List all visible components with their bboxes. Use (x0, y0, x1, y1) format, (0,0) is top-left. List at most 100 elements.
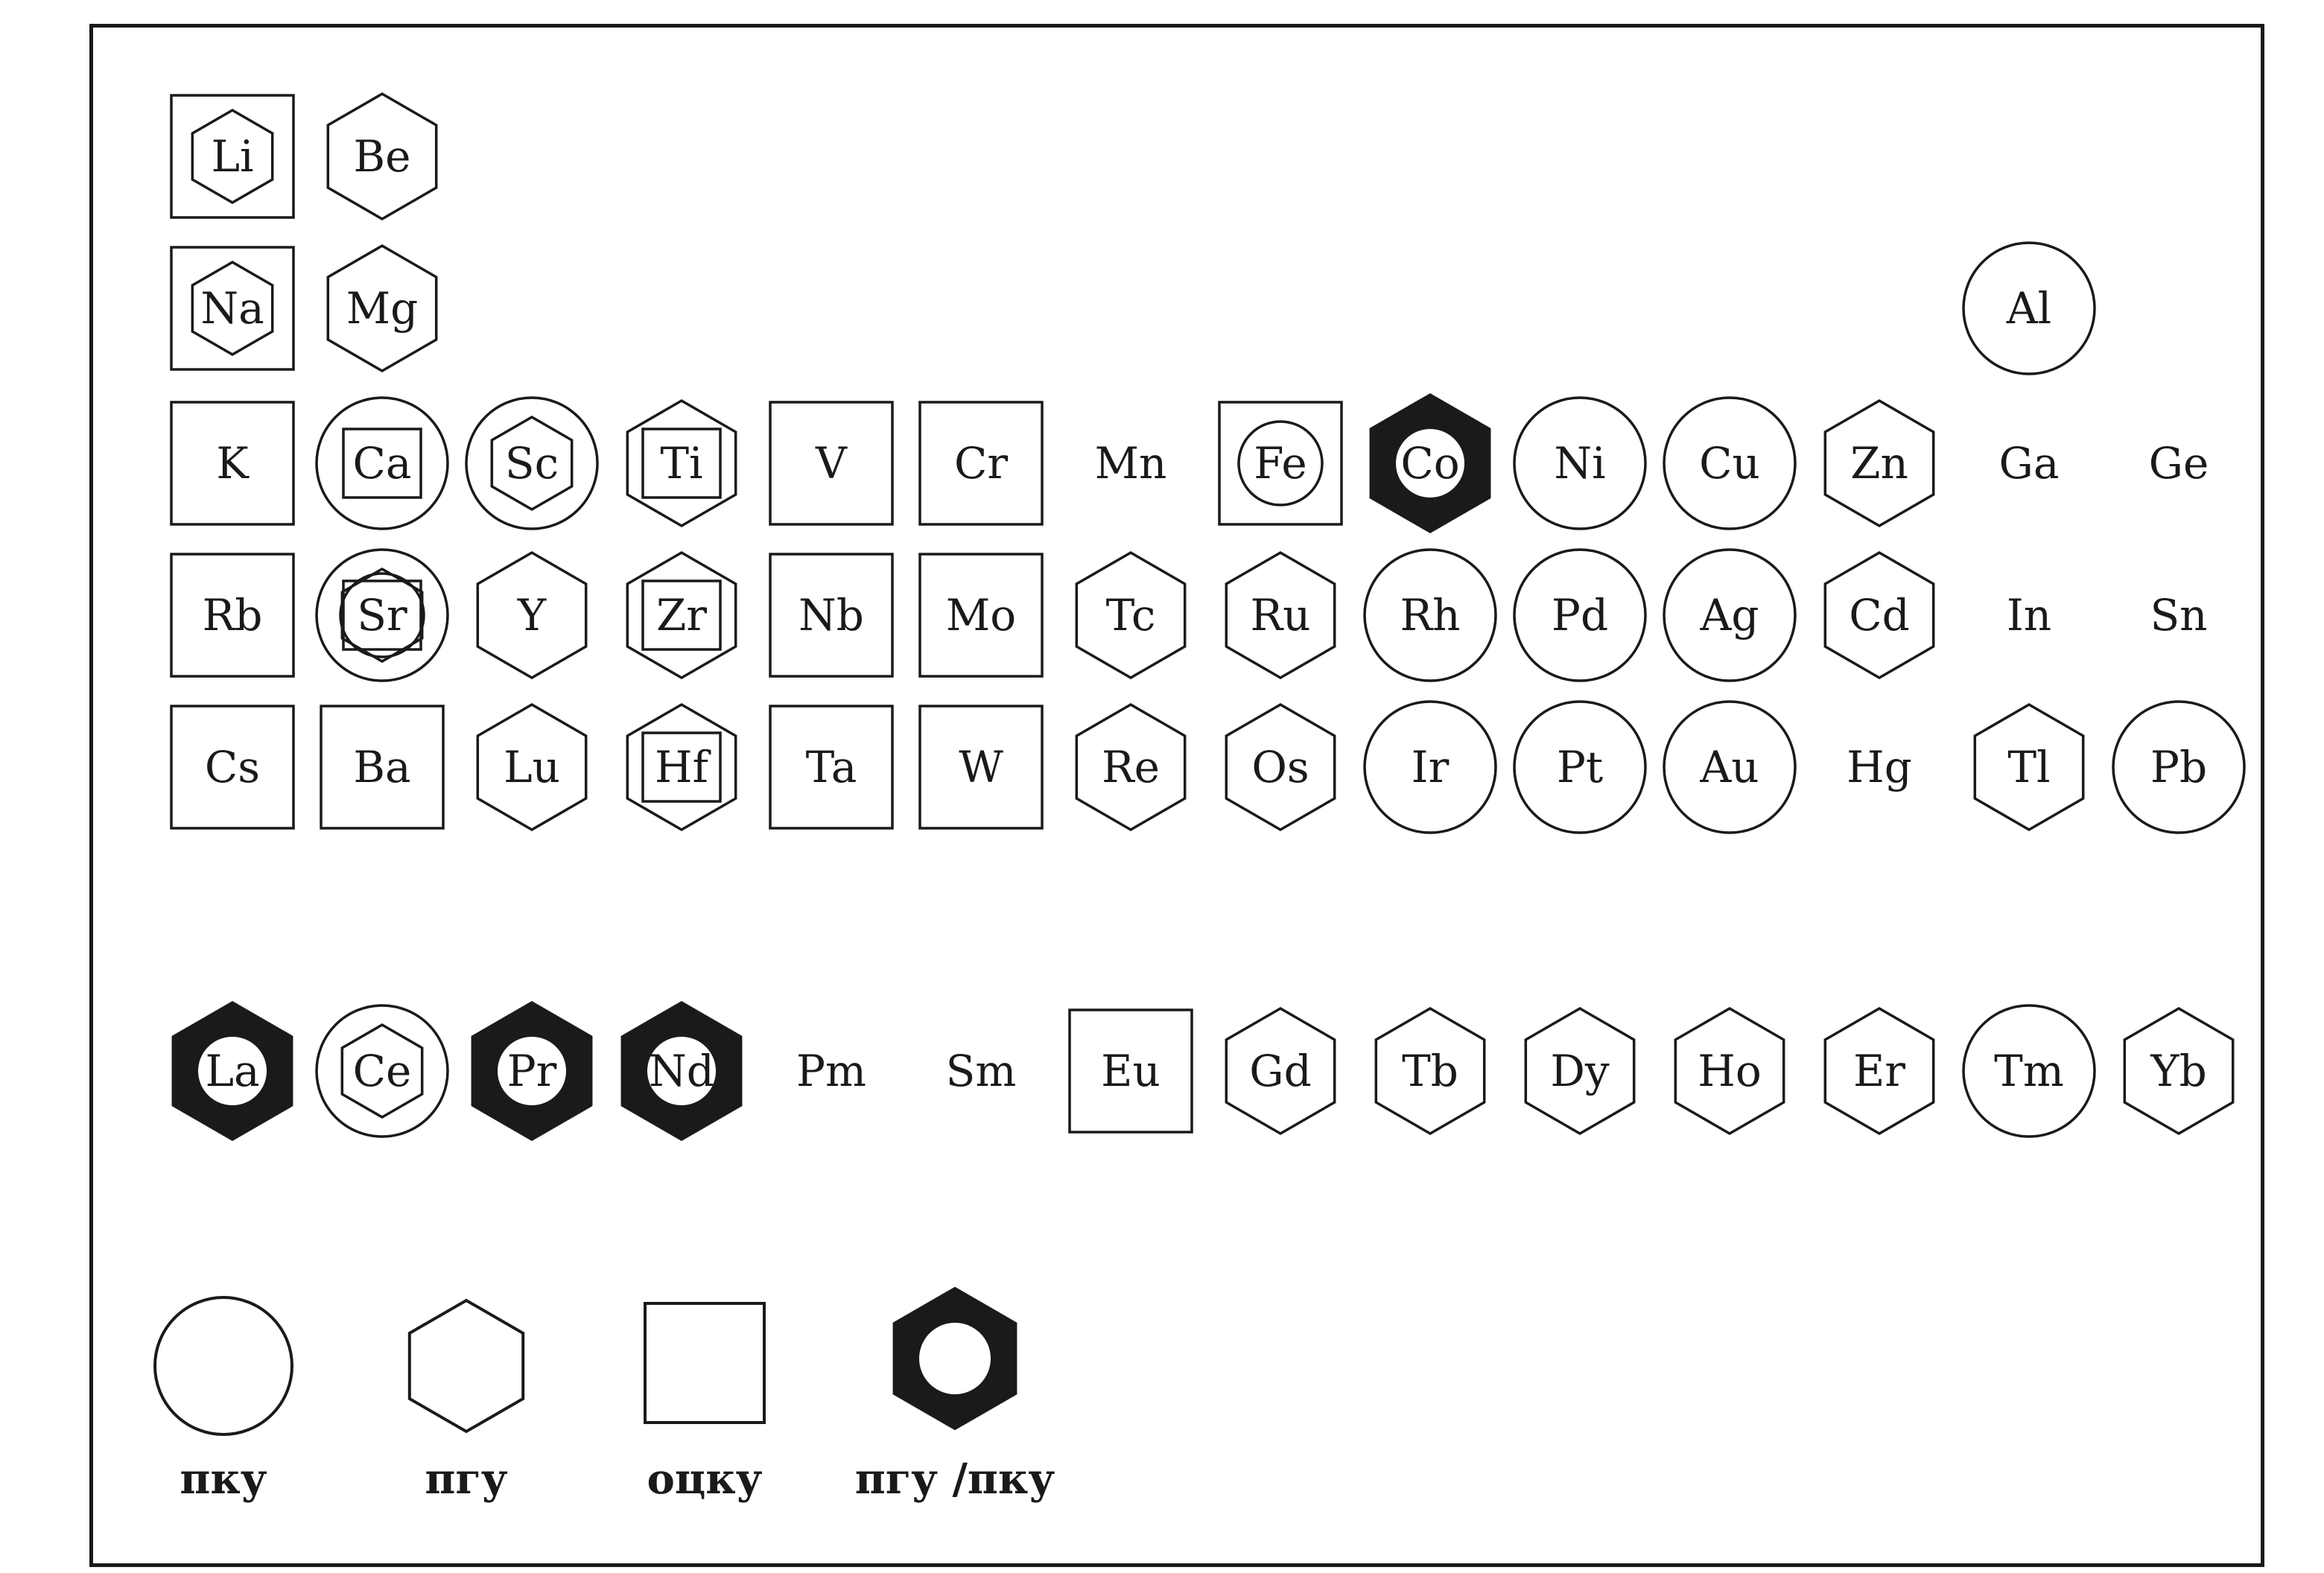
square-marker (170, 553, 295, 678)
hexagon-marker (1973, 702, 2085, 832)
circle-marker (315, 396, 449, 530)
element-cell-zn: Zn (1823, 398, 1935, 528)
hexagon-marker (1524, 1006, 1636, 1136)
hexagon-marker (1823, 1006, 1935, 1136)
element-cell-gd: Gd (1225, 1006, 1336, 1136)
element-symbol: Os (1251, 742, 1309, 792)
element-cell-yb: Yb (2123, 1006, 2235, 1136)
hexagon-marker (1225, 702, 1336, 832)
element-cell-ga: Ga (1999, 438, 2060, 489)
element-cell-au: Au (1663, 700, 1797, 834)
circle-marker (1663, 548, 1797, 682)
square-marker (1068, 1008, 1193, 1134)
element-symbol: Ti (660, 438, 702, 489)
element-symbol: Re (1102, 742, 1160, 792)
square-marker (769, 705, 894, 830)
square-marker (769, 553, 894, 678)
element-symbol: Tc (1106, 590, 1156, 641)
element-cell-ag: Ag (1663, 548, 1797, 682)
legend-item-hexagon: пгу (407, 1298, 525, 1504)
square-marker (1218, 401, 1343, 526)
element-cell-mg: Mg (326, 244, 438, 373)
element-symbol: Ce (353, 1046, 412, 1096)
hexagon-marker (1374, 1006, 1486, 1136)
legend-circle-symbol (153, 1296, 293, 1436)
element-cell-ti: Ti (626, 398, 737, 528)
element-symbol: Ca (353, 438, 412, 489)
circle-marker (1962, 1004, 2096, 1138)
element-cell-ta: Ta (769, 705, 894, 830)
element-cell-rh: Rh (1363, 548, 1497, 682)
element-cell-be: Be (326, 92, 438, 221)
element-cell-co: Co (1369, 393, 1491, 534)
hexagon-marker (2123, 1006, 2235, 1136)
element-symbol: Hf (655, 742, 711, 792)
element-symbol: Pm (796, 1046, 866, 1096)
hexagon-marker (626, 550, 737, 680)
element-symbol: Er (1853, 1046, 1905, 1096)
square-marker (170, 705, 295, 830)
legend-label: пку (180, 1455, 267, 1504)
element-symbol: Y (517, 590, 547, 641)
hexagon-marker (1075, 550, 1187, 680)
legend-label: пгу /пку (855, 1455, 1055, 1504)
element-cell-ba: Ba (320, 705, 445, 830)
element-cell-mo: Mo (918, 553, 1044, 678)
element-cell-al: Al (1962, 241, 2096, 375)
element-cell-la: La (171, 1000, 293, 1142)
hexagon-marker (476, 702, 588, 832)
element-symbol: Pr (507, 1046, 557, 1096)
element-cell-cs: Cs (170, 705, 295, 830)
element-cell-ce: Ce (315, 1004, 449, 1138)
element-symbol: Nd (649, 1046, 714, 1096)
element-cell-nd: Nd (620, 1000, 743, 1142)
element-symbol: Au (1699, 742, 1759, 792)
element-cell-tc: Tc (1075, 550, 1187, 680)
element-cell-pm: Pm (796, 1046, 866, 1096)
circle-marker (465, 396, 599, 530)
element-symbol: Ru (1250, 590, 1310, 641)
element-cell-hg: Hg (1847, 742, 1912, 792)
element-symbol: Ba (353, 742, 410, 792)
element-cell-ru: Ru (1225, 550, 1336, 680)
circle-marker (1363, 548, 1497, 682)
inner-circle-marker (1237, 420, 1324, 506)
element-symbol: Pd (1552, 590, 1608, 641)
legend-square-symbol (644, 1302, 766, 1424)
element-symbol: Fe (1254, 438, 1307, 489)
inner-square-marker (641, 731, 722, 803)
element-symbol: Sm (946, 1046, 1017, 1096)
hexagon-marker (1225, 550, 1336, 680)
element-cell-sr: Sr (315, 548, 449, 682)
circle-marker (1962, 241, 2096, 375)
element-symbol: La (205, 1046, 259, 1096)
element-cell-eu: Eu (1068, 1008, 1193, 1134)
filled-hexagon-hole (1396, 429, 1464, 498)
element-cell-rb: Rb (170, 553, 295, 678)
element-cell-hf: Hf (626, 702, 737, 832)
inner-hexagon-marker (490, 415, 574, 512)
element-cell-in: In (2007, 590, 2051, 641)
inner-hexagon-marker (340, 1023, 424, 1119)
element-symbol: Na (200, 283, 264, 334)
square-marker (170, 94, 295, 219)
element-symbol: Ga (1999, 438, 2060, 489)
circle-marker (1513, 548, 1647, 682)
inner-square-marker (641, 579, 722, 651)
circle-marker (2112, 700, 2246, 834)
element-cell-er: Er (1823, 1006, 1935, 1136)
element-symbol: Ni (1554, 438, 1605, 489)
element-symbol: Tb (1402, 1046, 1458, 1096)
element-symbol: Sc (505, 438, 559, 489)
element-cell-ir: Ir (1363, 700, 1497, 834)
hexagon-marker (1075, 702, 1187, 832)
square-marker (918, 705, 1044, 830)
element-cell-os: Os (1225, 702, 1336, 832)
inner-hexagon-marker (191, 260, 274, 357)
element-symbol: Ho (1698, 1046, 1762, 1096)
element-symbol: Dy (1550, 1046, 1610, 1096)
element-symbol: Cu (1699, 438, 1760, 489)
element-cell-cr: Cr (918, 401, 1044, 526)
